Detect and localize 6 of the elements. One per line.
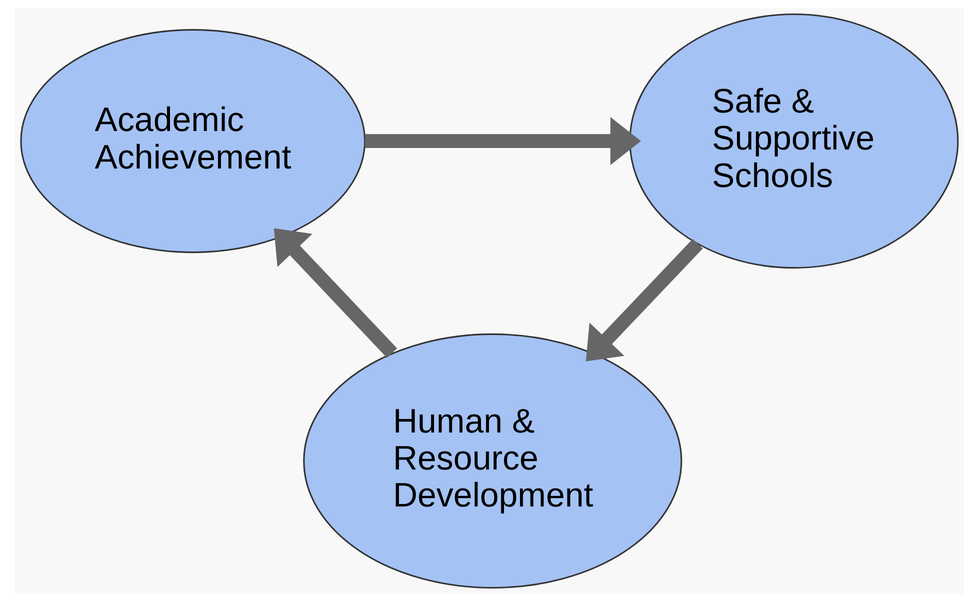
arrow	[364, 117, 641, 166]
node-ellipse: Human & Resource Development	[303, 333, 682, 588]
node-ellipse: Safe & Supportive Schools	[629, 14, 959, 269]
arrow	[274, 228, 398, 358]
arrow	[586, 238, 703, 362]
node-ellipse: Academic Achievement	[20, 29, 366, 254]
